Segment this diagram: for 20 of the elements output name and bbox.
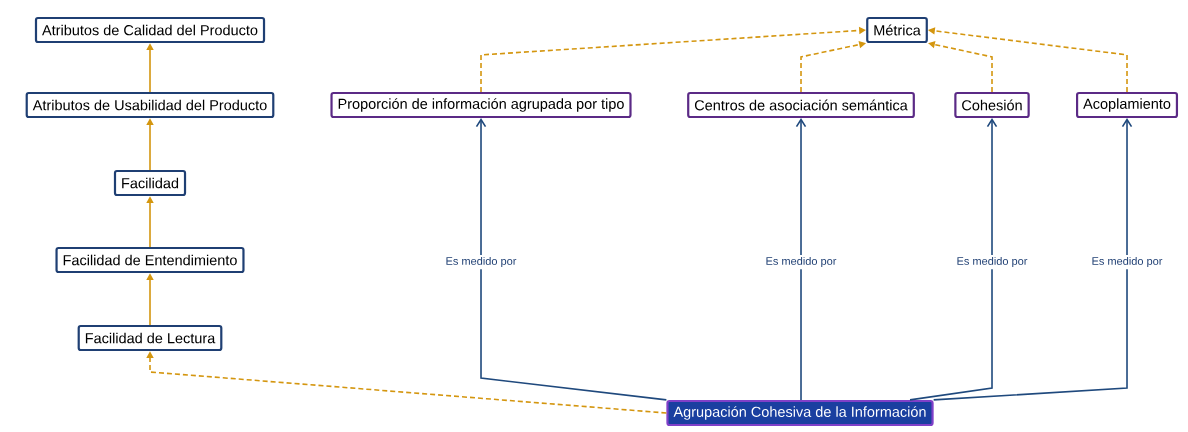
edge-label: Es medido por [1089, 254, 1165, 270]
attribute-box: Métrica [866, 16, 928, 44]
edge-label: Es medido por [443, 254, 519, 270]
edge-label: Es medido por [763, 254, 839, 270]
edge-label: Es medido por [954, 254, 1030, 270]
arrow [928, 27, 1128, 93]
arrow [932, 118, 1133, 401]
metric-box: Centros de asociación semántica [687, 91, 915, 119]
arrow [909, 118, 998, 401]
arrow [795, 118, 807, 401]
attribute-box: Atributos de Calidad del Producto [34, 16, 266, 44]
attribute-box: Atributos de Usabilidad del Producto [25, 91, 275, 119]
metric-box: Acoplamiento [1076, 91, 1179, 119]
attribute-box: Facilidad [113, 169, 187, 197]
attribute-box: Facilidad de Lectura [77, 324, 223, 352]
metric-box: Proporción de información agrupada por tipo [330, 91, 632, 119]
arrow [475, 118, 668, 401]
attribute-box: Facilidad de Entendimiento [55, 246, 245, 274]
concept-box: Agrupación Cohesiva de la Información [666, 399, 934, 427]
metric-box: Cohesión [954, 91, 1030, 119]
